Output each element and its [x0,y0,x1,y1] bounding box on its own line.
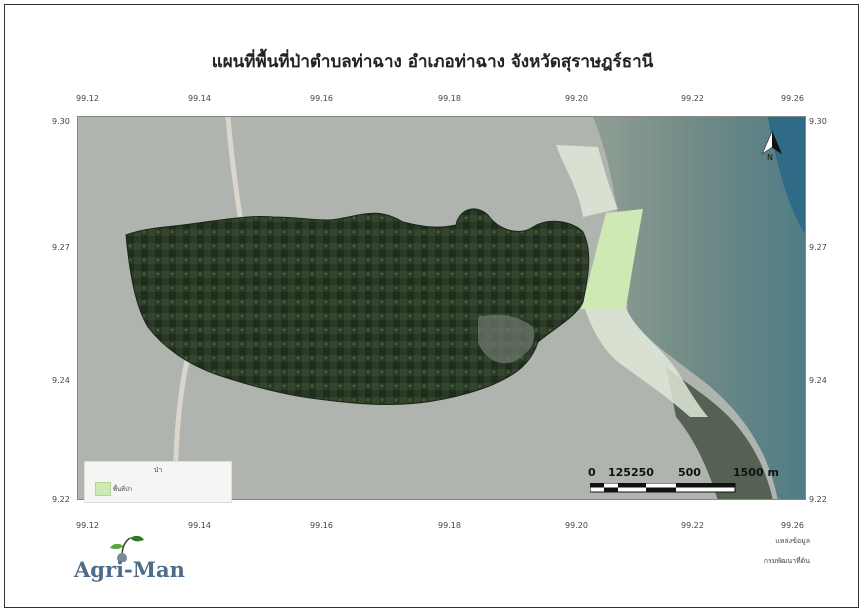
y-tick-left: 9.27 [52,243,70,252]
map-graphic [78,117,805,499]
study-area [125,208,590,405]
x-tick-bottom: 99.20 [565,521,588,530]
scale-bar: 0 125 250 500 1500 m [78,117,805,499]
scale-label: 250 [631,466,654,479]
source-value: กรมพัฒนาที่ดิน [763,557,810,565]
scale-label: 1500 m [733,466,779,479]
north-label: N [767,153,773,162]
x-tick-top: 99.22 [681,94,704,103]
x-tick-bottom: 99.22 [681,521,704,530]
x-tick-bottom: 99.14 [188,521,211,530]
x-tick-bottom: 99.16 [310,521,333,530]
logo-text: Agri-Man [74,557,185,582]
legend-title: ป่า [153,466,163,474]
forest-zone-main [581,209,643,309]
legend-swatch-forest [95,482,111,496]
y-tick-right: 9.27 [809,243,827,252]
x-tick-top: 99.20 [565,94,588,103]
x-tick-top: 99.16 [310,94,333,103]
y-tick-left: 9.22 [52,495,70,504]
y-tick-left: 9.24 [52,376,70,385]
scale-bar-graphic [590,483,736,493]
scale-label: 0 [588,466,596,479]
scale-label: 125 [608,466,631,479]
forest-zone-south [585,309,708,417]
x-tick-bottom: 99.18 [438,521,461,530]
x-tick-top: 99.26 [781,94,804,103]
north-arrow-icon [761,131,783,155]
legend-label-forest: พื้นที่ป่า [113,486,133,493]
x-tick-top: 99.14 [188,94,211,103]
x-tick-bottom: 99.12 [76,521,99,530]
map-frame [4,4,859,608]
legend: ป่า พื้นที่ป่า [84,461,232,503]
scale-label: 500 [678,466,701,479]
forest-zone-north [556,145,618,217]
x-tick-top: 99.18 [438,94,461,103]
map-title: แผนที่พื้นที่ป่าตำบลท่าฉาง อำเภอท่าฉาง จ… [211,52,654,72]
urban-patch [478,314,535,364]
y-tick-right: 9.30 [809,117,827,126]
y-tick-left: 9.30 [52,117,70,126]
x-tick-top: 99.12 [76,94,99,103]
source-label: แหล่งข้อมูล [775,537,810,545]
x-tick-bottom: 99.26 [781,521,804,530]
map-canvas[interactable]: N 0 125 250 500 1500 m [77,116,806,500]
sprout-logo-icon [110,535,144,562]
y-tick-right: 9.24 [809,376,827,385]
sea-area [593,117,805,499]
y-tick-right: 9.22 [809,495,827,504]
